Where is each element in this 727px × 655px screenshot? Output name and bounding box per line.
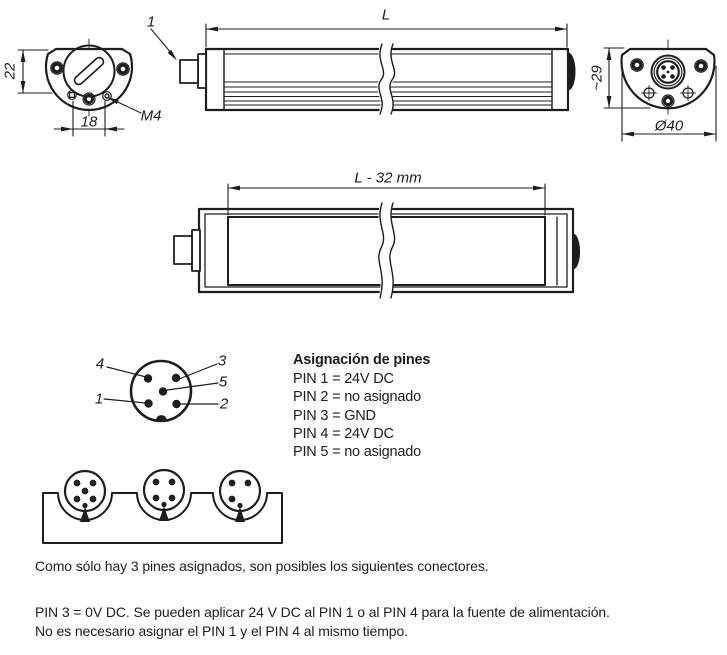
connector-variants-drawing bbox=[42, 468, 283, 544]
dimension-29 bbox=[603, 47, 651, 109]
pin-assignment-row: PIN 1 = 24V DC bbox=[293, 371, 394, 387]
connector-stub bbox=[179, 59, 199, 84]
pin-assignment-block: Asignación de pines PIN 1 = 24V DC PIN 2… bbox=[293, 351, 430, 461]
dim-label-diameter-40: Ø40 bbox=[654, 117, 684, 135]
pin-label-3: 3 bbox=[217, 352, 227, 370]
pin-label-4: 4 bbox=[95, 355, 105, 373]
dim-label-18: 18 bbox=[80, 113, 98, 131]
pin-assignment-row: PIN 2 = no asignado bbox=[293, 389, 422, 406]
pin-assignment-row: PIN 5 = no asignado bbox=[293, 444, 422, 461]
pin-assignment-row: PIN 4 = 24V DC bbox=[293, 425, 394, 442]
dim-label-L: L bbox=[381, 6, 391, 24]
keying-notch bbox=[156, 415, 167, 421]
pin-label-2: 2 bbox=[219, 395, 229, 413]
right-end-view-drawing bbox=[603, 39, 717, 142]
power-note-line1: PIN 3 = 0V DC. Se pueden aplicar 24 V DC… bbox=[35, 604, 610, 620]
dimension-L-32 bbox=[227, 183, 546, 216]
dimension-40 bbox=[621, 65, 717, 142]
dim-label-29: ~29 bbox=[588, 65, 606, 91]
pin-leader-lines bbox=[103, 363, 219, 405]
mount-hole-icons bbox=[641, 85, 696, 108]
pin-assignment-title: Asignación de pines bbox=[293, 352, 431, 368]
thread-label-m4: M4 bbox=[140, 107, 162, 125]
pin-diagram-drawing bbox=[103, 359, 219, 423]
pin-label-5: 5 bbox=[218, 373, 228, 391]
dim-label-22: 22 bbox=[1, 62, 19, 80]
connector-stub bbox=[173, 235, 193, 265]
left-end-view-drawing bbox=[17, 38, 142, 137]
pin-assignment-row: PIN 3 = GND bbox=[293, 407, 376, 424]
power-note-line2: No es necesario asignar el PIN 1 y el PI… bbox=[35, 622, 408, 639]
ring-screw-icon bbox=[630, 58, 708, 73]
m4-leader bbox=[107, 97, 142, 114]
front-view-drawing bbox=[173, 183, 580, 305]
power-note: PIN 3 = 0V DC. Se pueden aplicar 24 V DC… bbox=[35, 603, 610, 640]
dimension-22 bbox=[17, 49, 53, 94]
dimension-18 bbox=[53, 100, 125, 137]
slotted-screw-icon bbox=[73, 56, 105, 86]
connector-flange bbox=[191, 229, 201, 272]
side-view-drawing bbox=[150, 23, 576, 121]
callout-1-label: 1 bbox=[146, 13, 156, 31]
connector-pins bbox=[73, 478, 252, 522]
callout-1-leader bbox=[150, 28, 177, 61]
dim-label-L-32: L - 32 mm bbox=[354, 169, 422, 187]
m12-connector-icon bbox=[650, 54, 686, 90]
ring-screw-icon bbox=[50, 61, 130, 76]
connector-flange bbox=[197, 53, 207, 89]
connector-note: Como sólo hay 3 pines asignados, son pos… bbox=[35, 558, 489, 574]
pin-label-1: 1 bbox=[94, 390, 104, 408]
mount-hole-icons bbox=[67, 90, 112, 106]
dimension-L bbox=[205, 23, 568, 48]
